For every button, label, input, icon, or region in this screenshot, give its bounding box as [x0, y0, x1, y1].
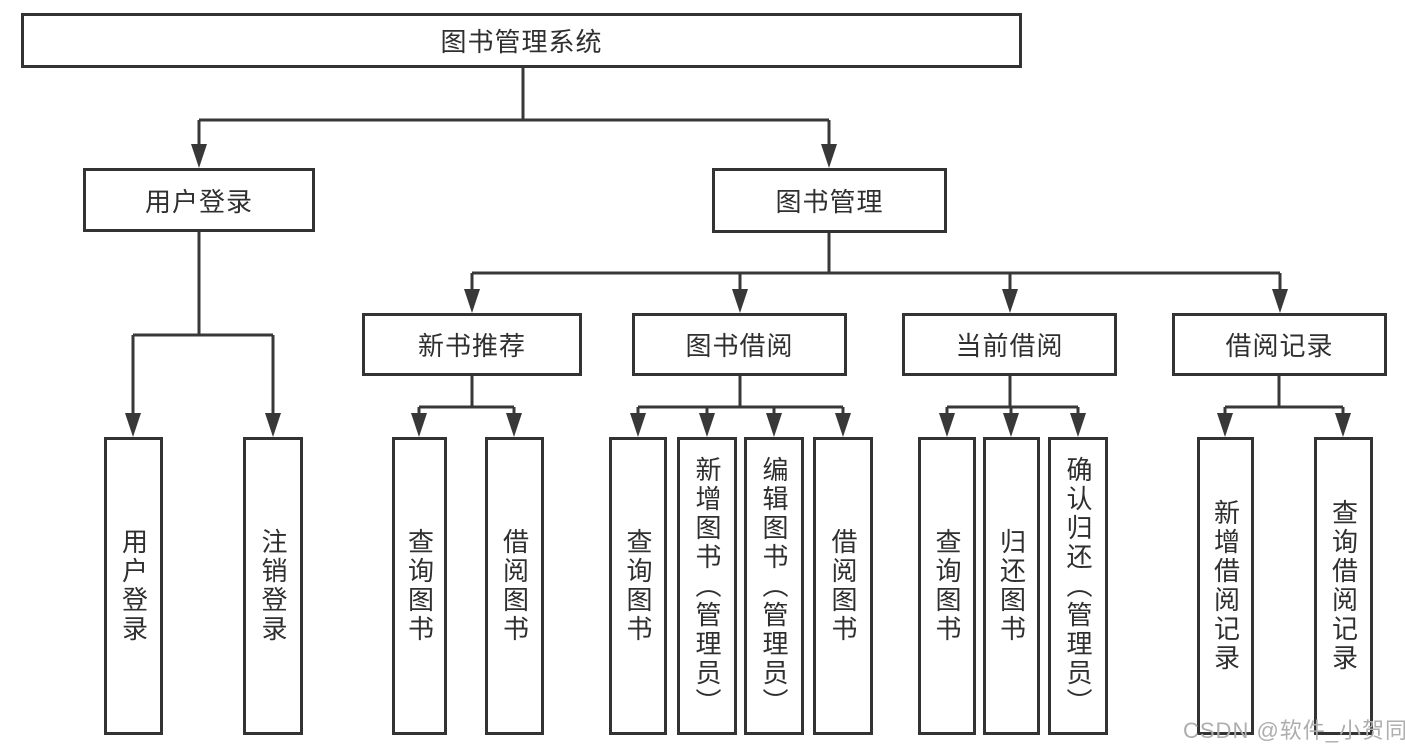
node-label: 借阅图书	[828, 528, 858, 644]
leaf-borrow-books-recommendation: 借阅图书	[485, 437, 544, 735]
node-label: 新增借阅记录	[1210, 499, 1241, 673]
node-label: 借阅记录	[1225, 331, 1334, 361]
node-book-borrowing: 图书借阅	[632, 313, 847, 376]
node-label: 查询图书	[932, 528, 962, 644]
node-label: 借阅图书	[499, 528, 530, 644]
leaf-query-books-current: 查询图书	[918, 437, 976, 735]
leaf-edit-books-admin: 编辑图书（管理员）	[744, 437, 804, 735]
node-book-management: 图书管理	[712, 168, 947, 233]
node-label: 归还图书	[996, 528, 1027, 644]
node-label: 图书管理	[775, 187, 884, 217]
leaf-add-borrow-record: 新增借阅记录	[1197, 437, 1254, 735]
node-label: 当前借阅	[955, 331, 1064, 361]
node-borrowing-records: 借阅记录	[1172, 313, 1387, 376]
node-label: 查询图书	[404, 528, 435, 644]
node-label: 编辑图书（管理员）	[759, 455, 789, 717]
node-label: 确认归还（管理员）	[1063, 455, 1093, 717]
node-label: 用户登录	[118, 528, 149, 644]
leaf-return-books: 归还图书	[983, 437, 1040, 735]
node-label: 新增图书（管理员）	[692, 455, 722, 717]
node-label: 新书推荐	[417, 331, 526, 361]
leaf-query-books-borrowing: 查询图书	[609, 437, 667, 735]
leaf-confirm-return-admin: 确认归还（管理员）	[1048, 437, 1108, 735]
node-library-management-system: 图书管理系统	[21, 13, 1022, 68]
leaf-borrow-books-borrowing: 借阅图书	[813, 437, 873, 735]
node-label: 注销登录	[258, 528, 288, 644]
watermark: CSDN @软件_小贺同学	[1183, 718, 1405, 743]
node-new-book-recommendation: 新书推荐	[362, 313, 582, 376]
node-label: 查询图书	[623, 528, 653, 644]
node-label: 图书借阅	[685, 331, 794, 361]
node-user-login-module: 用户登录	[83, 168, 315, 232]
node-current-borrowing: 当前借阅	[902, 313, 1117, 376]
leaf-logout: 注销登录	[243, 437, 303, 735]
node-label: 图书管理系统	[440, 27, 603, 57]
arrowheads	[125, 144, 1351, 437]
leaf-query-books-recommendation: 查询图书	[392, 437, 447, 735]
leaf-add-books-admin: 新增图书（管理员）	[677, 437, 737, 735]
node-label: 查询借阅记录	[1328, 499, 1359, 673]
leaf-query-borrow-record: 查询借阅记录	[1314, 437, 1373, 735]
leaf-user-login: 用户登录	[104, 437, 163, 735]
node-label: 用户登录	[144, 186, 253, 217]
